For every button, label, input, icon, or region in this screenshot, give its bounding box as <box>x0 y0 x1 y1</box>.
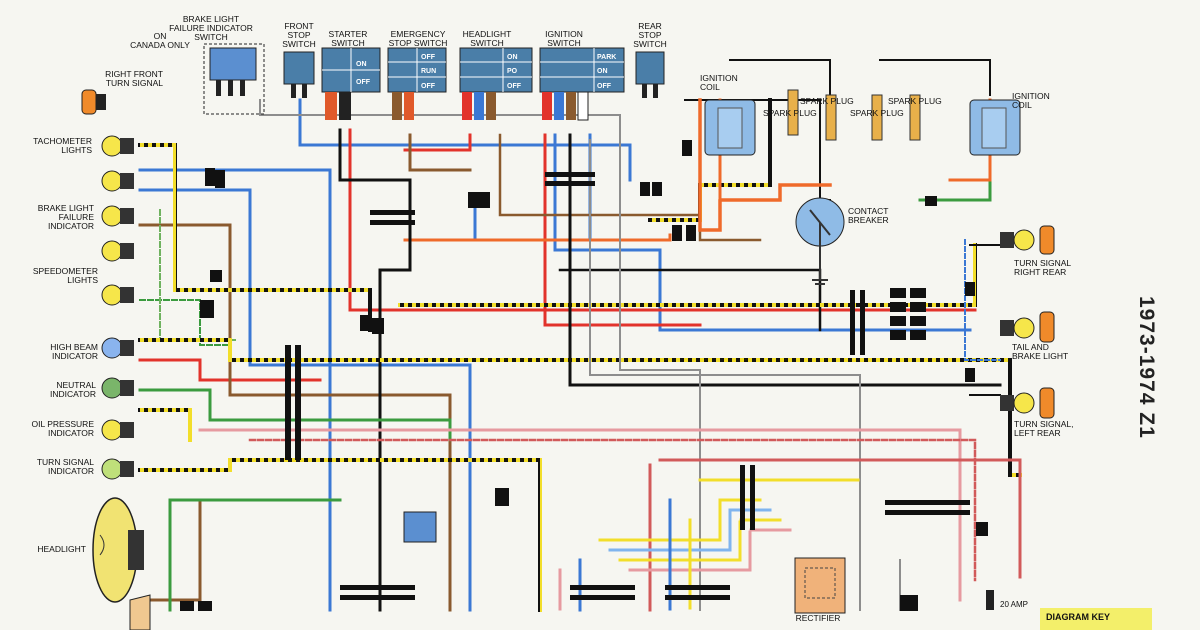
label-plug4: SPARK PLUG <box>888 96 942 106</box>
headlight-lamp <box>92 497 144 603</box>
tach-lamp-1 <box>101 135 134 157</box>
speedo-lamp-2 <box>101 284 134 306</box>
tail-lamp <box>1000 311 1055 343</box>
neutral-lamp <box>101 377 134 399</box>
headlight-switch-box <box>459 47 533 93</box>
ignition-system <box>704 89 1021 285</box>
switch-pos-estop-1: RUN <box>421 68 436 75</box>
tsrr-lamp <box>1000 225 1055 255</box>
switch-pos-ignsw-0: PARK <box>597 54 616 61</box>
connectors <box>180 140 988 611</box>
switch-pos-estop-2: OFF <box>421 83 436 90</box>
rf-turn-lamp <box>81 89 97 115</box>
top-switches: ON OFF OFF RUN OFF ON PO OFF PARK ON OFF <box>203 43 665 121</box>
rectifier <box>794 557 846 614</box>
label-ign-coil-l: IGNITION COIL <box>700 73 738 92</box>
rear-stop-box <box>635 51 665 85</box>
spark-plugs <box>787 89 921 141</box>
label-estop: EMERGENCY STOP SWITCH <box>388 29 448 48</box>
flasher-relay <box>403 511 437 543</box>
hibeam-lamp <box>101 337 134 359</box>
diagram-title: 1973-1974 Z1 <box>1135 296 1158 439</box>
ignition-switch-box <box>539 47 625 93</box>
label-speedo: SPEEDOMETER LIGHTS <box>32 266 98 285</box>
label-bl-switch: BRAKE LIGHT FAILURE INDICATOR SWITCH <box>169 14 253 42</box>
speedo-lamp-1 <box>101 240 134 262</box>
brake-fail-lamp <box>101 205 134 227</box>
label-front-stop: FRONT STOP SWITCH <box>282 21 316 49</box>
tach-lamp-2 <box>101 170 134 192</box>
switch-pos-ignsw-1: ON <box>597 68 608 75</box>
tslr-lamp <box>1000 387 1055 419</box>
label-headlight: HEADLIGHT <box>37 544 86 554</box>
label-rectifier: RECTIFIER <box>795 613 841 623</box>
switch-pos-ignsw-2: OFF <box>597 83 612 90</box>
label-ignsw: IGNITION SWITCH <box>545 29 583 48</box>
label-contact: CONTACT BREAKER <box>848 206 889 225</box>
diagram-key: DIAGRAM KEY <box>1040 608 1152 630</box>
front-stop-box <box>283 51 315 85</box>
label-brake-fail: BRAKE LIGHT FAILURE INDICATOR <box>37 203 94 231</box>
label-turn-ind: TURN SIGNAL INDICATOR <box>36 457 94 476</box>
label-tail: TAIL AND BRAKE LIGHT <box>1012 342 1069 361</box>
bl-switch-box <box>209 47 257 81</box>
label-tslr: TURN SIGNAL, LEFT REAR <box>1014 419 1074 438</box>
label-headsw: HEADLIGHT SWITCH <box>462 29 512 48</box>
fuse <box>986 590 994 610</box>
label-plug1: SPARK PLUG <box>763 108 817 118</box>
turn-ind-lamp <box>101 458 134 480</box>
label-plug2: SPARK PLUG <box>800 96 854 106</box>
label-tach: TACHOMETER LIGHTS <box>33 136 92 155</box>
label-oil: OIL PRESSURE INDICATOR <box>31 419 94 438</box>
oil-lamp <box>101 419 134 441</box>
label-neutral: NEUTRAL INDICATOR <box>50 380 96 399</box>
label-rf-turn: RIGHT FRONT TURN SIGNAL <box>105 69 163 88</box>
label-canada: ON CANADA ONLY <box>130 31 190 50</box>
label-ign-coil-r: IGNITION COIL <box>1012 91 1050 110</box>
switch-pos-starter-1: OFF <box>356 79 371 86</box>
label-plug3: SPARK PLUG <box>850 108 904 118</box>
harness-wires <box>138 59 1022 612</box>
diagram-key-label: DIAGRAM KEY <box>1046 612 1111 622</box>
switch-pos-starter-0: ON <box>356 61 367 68</box>
switch-pos-headsw-2: OFF <box>507 83 522 90</box>
label-hibeam: HIGH BEAM INDICATOR <box>50 342 98 361</box>
label-tsrr: TURN SIGNAL RIGHT REAR <box>1014 258 1072 277</box>
switch-pos-estop-0: OFF <box>421 54 436 61</box>
label-fuse: 20 AMP <box>1000 600 1029 609</box>
switch-pos-headsw-1: PO <box>507 68 518 75</box>
switch-pos-headsw-0: ON <box>507 54 518 61</box>
label-rearstop: REAR STOP SWITCH <box>633 21 667 49</box>
label-starter: STARTER SWITCH <box>328 29 368 48</box>
rear-lamps <box>1000 225 1055 419</box>
horn <box>129 594 151 630</box>
left-lamps <box>81 89 151 630</box>
